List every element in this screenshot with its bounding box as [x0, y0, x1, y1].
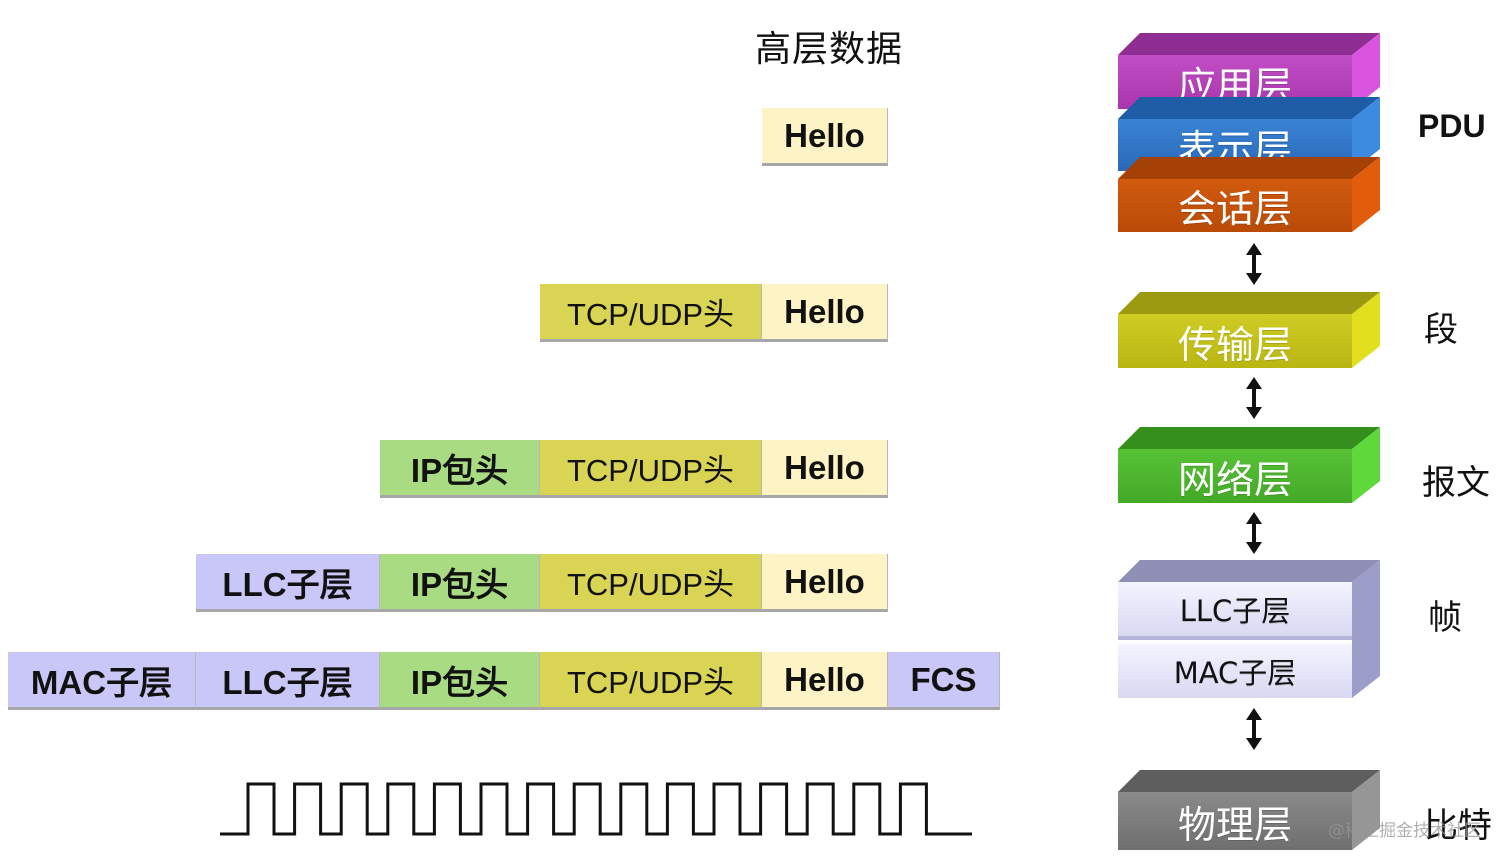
watermark: @稀土掘金技术社区 — [1328, 821, 1481, 841]
double-arrow-icon — [1246, 377, 1262, 419]
pdu-label-physical: 比特 — [1424, 806, 1492, 846]
packet-cell-tcp: TCP/UDP头 — [540, 284, 762, 342]
packet-cell-llc: LLC子层 — [196, 652, 380, 710]
packet-cell-ip: IP包头 — [380, 652, 540, 710]
layer-network: 网络层 — [1118, 427, 1380, 503]
layer-llc-label: LLC子层 — [1118, 582, 1352, 640]
packet-cell-hello: Hello — [762, 440, 888, 498]
packet-cell-hello: Hello — [762, 284, 888, 342]
layer-transport: 传输层 — [1118, 292, 1380, 368]
layer-transport-label: 传输层 — [1118, 314, 1352, 368]
packet-cell-ip: IP包头 — [380, 554, 540, 612]
packet-cell-tcp: TCP/UDP头 — [540, 440, 762, 498]
packet-cell-llc: LLC子层 — [196, 554, 380, 612]
bit-signal-wave — [220, 782, 972, 836]
double-arrow-icon — [1246, 708, 1262, 750]
pdu-label-transport: 段 — [1424, 310, 1458, 350]
layer-mac-label: MAC子层 — [1118, 644, 1352, 698]
pdu-label-upper: PDU — [1418, 108, 1486, 144]
layer-session-label: 会话层 — [1118, 179, 1352, 232]
packet-cell-hello: Hello — [762, 652, 888, 710]
packet-cell-ip: IP包头 — [380, 440, 540, 498]
layer-physical: 物理层 — [1118, 770, 1380, 850]
layer-physical-label: 物理层 — [1118, 792, 1352, 850]
pdu-label-network: 报文 — [1422, 463, 1490, 503]
packet-cell-hello: Hello — [762, 108, 888, 166]
packet-cell-mac: MAC子层 — [8, 652, 196, 710]
pdu-label-datalink: 帧 — [1428, 598, 1462, 638]
layer-network-label: 网络层 — [1118, 449, 1352, 503]
double-arrow-icon — [1246, 243, 1262, 285]
packet-cell-hello: Hello — [762, 554, 888, 612]
layer-session: 会话层 — [1118, 157, 1380, 232]
diagram-title: 高层数据 — [755, 29, 904, 70]
packet-cell-tcp: TCP/UDP头 — [540, 554, 762, 612]
double-arrow-icon — [1246, 512, 1262, 554]
layer-datalink: LLC子层 MAC子层 — [1118, 560, 1380, 698]
packet-cell-tcp: TCP/UDP头 — [540, 652, 762, 710]
packet-cell-fcs: FCS — [888, 652, 1000, 710]
